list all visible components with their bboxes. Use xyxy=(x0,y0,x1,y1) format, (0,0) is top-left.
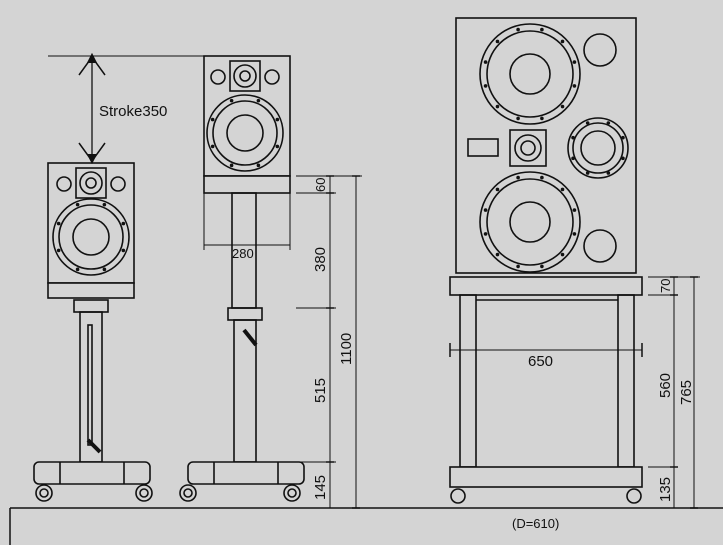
driver-screw-dot xyxy=(495,252,500,257)
large-speaker xyxy=(455,17,637,274)
speaker-width-dimension: 280 xyxy=(203,193,291,261)
driver-screw-dot xyxy=(516,116,520,121)
driver-screw-dot xyxy=(571,135,575,140)
driver-screw-dot xyxy=(606,171,611,175)
driver-screw-dot xyxy=(572,208,577,212)
middle-speaker xyxy=(203,55,291,194)
stroke-label: Stroke350 xyxy=(99,103,167,120)
driver-screw-dot xyxy=(121,248,126,253)
driver-screw-dot xyxy=(516,27,520,32)
driver-screw-dot xyxy=(540,175,544,180)
dim-right-765: 765 xyxy=(678,380,695,405)
driver-screw-dot xyxy=(540,27,544,32)
driver-screw-dot xyxy=(483,60,488,64)
dim-left-145: 145 xyxy=(312,475,329,500)
dim-left-515: 515 xyxy=(312,378,329,403)
stand-width-label: 650 xyxy=(528,353,553,370)
driver-screw-dot xyxy=(540,116,544,121)
driver-screw-dot xyxy=(540,264,544,269)
driver-screw-dot xyxy=(483,232,488,236)
driver-screw-dot xyxy=(495,39,500,44)
driver-screw-dot xyxy=(585,171,590,175)
driver-screw-dot xyxy=(606,121,611,125)
driver-screw-dot xyxy=(229,163,234,168)
driver-screw-dot xyxy=(495,187,500,192)
driver-screw-dot xyxy=(495,104,500,109)
middle-stand xyxy=(179,192,305,502)
driver-screw-dot xyxy=(256,163,261,168)
driver-screw-dot xyxy=(585,121,590,125)
speaker-width-label: 280 xyxy=(232,246,254,261)
stroke-dimension: Stroke350 xyxy=(48,52,205,165)
driver-screw-dot xyxy=(210,117,215,122)
stand-width-dimension: 650 xyxy=(449,343,643,370)
driver-screw-dot xyxy=(56,248,61,253)
driver-screw-dot xyxy=(121,221,126,226)
driver-screw-dot xyxy=(621,135,625,140)
driver-screw-dot xyxy=(483,84,488,88)
driver-screw-dot xyxy=(102,202,107,207)
dim-left-1100: 1100 xyxy=(338,333,355,365)
driver-screw-dot xyxy=(75,267,80,272)
driver-screw-dot xyxy=(56,221,61,226)
driver-screw-dot xyxy=(572,84,577,88)
dim-left-60: 60 xyxy=(313,178,328,192)
driver-screw-dot xyxy=(275,117,280,122)
driver-screw-dot xyxy=(102,267,107,272)
driver-screw-dot xyxy=(560,39,565,44)
driver-screw-dot xyxy=(229,98,234,103)
depth-note: (D=610) xyxy=(512,516,559,531)
driver-screw-dot xyxy=(571,156,575,161)
driver-screw-dot xyxy=(560,252,565,257)
driver-screw-dot xyxy=(572,232,577,236)
floor xyxy=(9,507,723,545)
left-height-dimensions xyxy=(296,175,362,509)
left-speaker xyxy=(47,162,135,299)
large-stand xyxy=(449,276,643,504)
driver-screw-dot xyxy=(516,175,520,180)
driver-screw-dot xyxy=(621,156,625,161)
dim-right-560: 560 xyxy=(657,373,674,398)
dim-right-135: 135 xyxy=(657,477,674,502)
driver-screw-dot xyxy=(75,202,80,207)
driver-screw-dot xyxy=(210,144,215,149)
dim-right-70: 70 xyxy=(658,279,673,293)
driver-screw-dot xyxy=(275,144,280,149)
driver-screw-dot xyxy=(483,208,488,212)
driver-screw-dot xyxy=(516,264,520,269)
right-height-dimensions xyxy=(648,276,700,509)
driver-screw-dot xyxy=(256,98,261,103)
driver-screw-dot xyxy=(572,60,577,64)
driver-screw-dot xyxy=(560,187,565,192)
driver-screw-dot xyxy=(560,104,565,109)
dim-left-380: 380 xyxy=(312,247,329,272)
left-stand xyxy=(33,299,153,502)
